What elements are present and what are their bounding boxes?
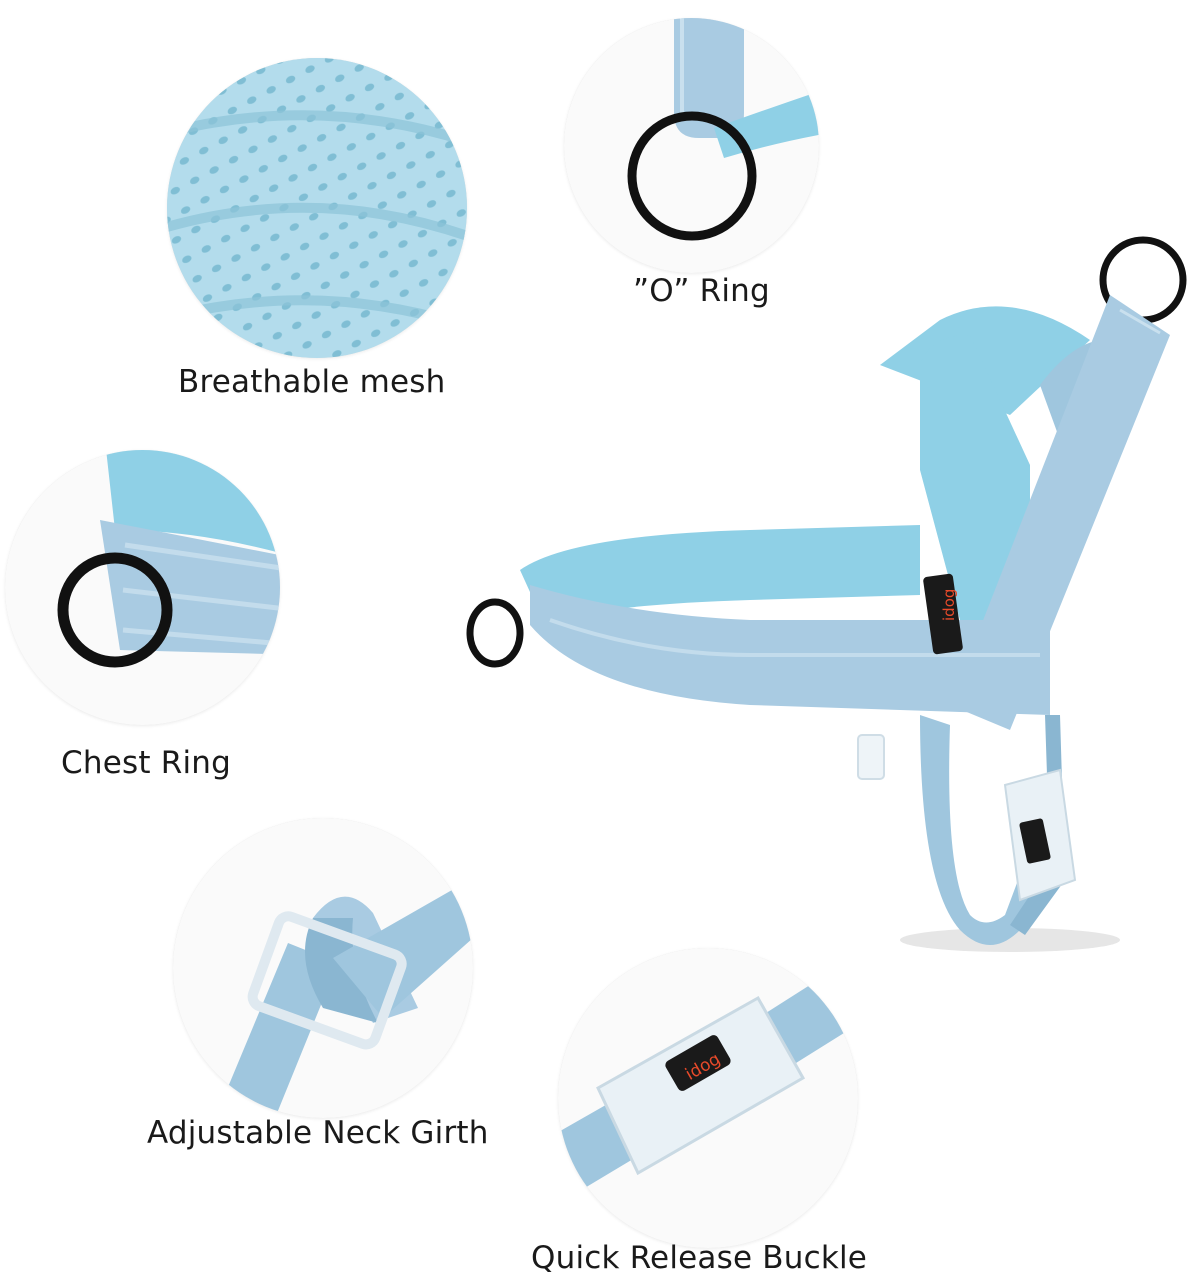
mesh-texture-illustration <box>167 58 467 358</box>
caption-o-ring: ”O” Ring <box>633 273 770 309</box>
neck-girth-illustration <box>173 818 473 1118</box>
harness-brand-tag: idog <box>940 589 958 621</box>
caption-chest-ring: Chest Ring <box>61 745 232 781</box>
harness-main-illustration: idog <box>466 236 1187 952</box>
caption-neck-girth: Adjustable Neck Girth <box>147 1115 489 1151</box>
caption-buckle: Quick Release Buckle <box>531 1240 868 1276</box>
chest-ring-illustration <box>5 450 280 725</box>
buckle-illustration: idog <box>558 948 858 1248</box>
mesh-detail-circle <box>167 58 467 358</box>
o-ring-detail-circle <box>564 18 819 273</box>
neck-girth-detail-circle <box>173 818 473 1118</box>
chest-ring-detail-circle <box>5 450 280 725</box>
o-ring-illustration <box>564 18 819 273</box>
buckle-detail-circle: idog <box>558 948 858 1248</box>
caption-mesh: Breathable mesh <box>178 364 446 400</box>
